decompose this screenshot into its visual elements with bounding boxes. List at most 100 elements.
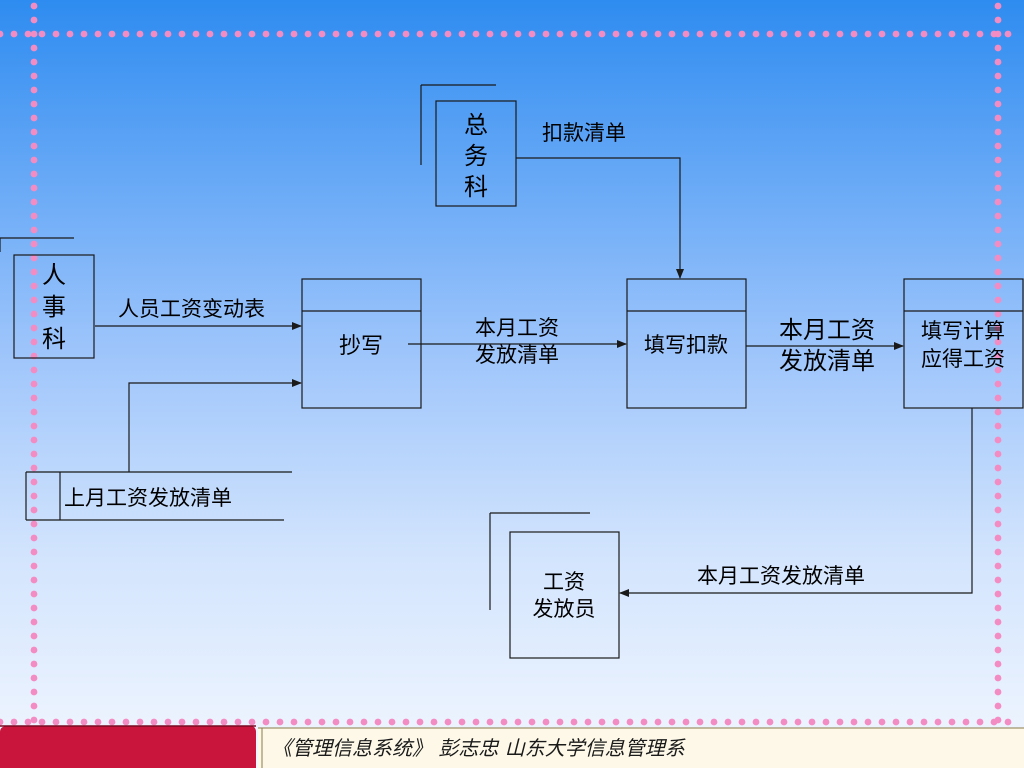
border-dot [626,718,634,726]
border-dot [30,632,38,640]
border-dot [864,718,872,726]
entity-personnel[interactable]: 人 事 科 [0,237,95,359]
process-calc-wages-line-2: 应得工资 [921,347,1005,371]
border-dot [30,100,38,108]
process-copy-label: 抄写 [339,334,383,359]
border-dot [994,604,1002,612]
flow-monthly-list-1: 本月工资 发放清单 [408,316,627,367]
border-dot [780,718,788,726]
border-dot [458,718,466,726]
border-dot [994,366,1002,374]
border-dot [994,478,1002,486]
border-dot [994,128,1002,136]
border-dot [654,718,662,726]
border-dot [30,226,38,234]
border-dot [640,718,648,726]
border-dot [556,718,564,726]
border-dot [626,30,634,38]
border-dot [262,30,270,38]
footer-tab [0,726,256,768]
border-dot [836,718,844,726]
border-dot [794,718,802,726]
process-calc-wages[interactable]: 填写计算 应得工资 [903,278,1024,409]
border-dot [794,30,802,38]
border-dot [332,718,340,726]
border-dot [30,170,38,178]
flow-monthly-list-3-label: 本月工资发放清单 [697,564,865,588]
border-dot [248,30,256,38]
border-dot [304,718,312,726]
border-dot [994,506,1002,514]
border-dot [276,718,284,726]
flow-monthly-list-2: 本月工资 发放清单 [746,316,904,375]
border-dot [30,562,38,570]
flow-monthly-list-1-line-2: 发放清单 [475,343,559,367]
border-dot [30,296,38,304]
entity-personnel-line-2: 事 [42,293,66,321]
border-dot [486,718,494,726]
border-dot [994,226,1002,234]
data-store-label: 上月工资发放清单 [64,486,232,510]
border-dot [934,718,942,726]
border-dot [388,718,396,726]
border-dot [570,718,578,726]
flow-monthly-list-3: 本月工资发放清单 [619,408,973,597]
border-dot [598,30,606,38]
data-store-last-month[interactable]: 上月工资发放清单 [25,471,292,521]
border-dot [30,142,38,150]
footer-banner [0,725,1024,768]
border-dot [234,30,242,38]
border-dot [66,718,74,726]
border-dot [766,718,774,726]
border-dot [472,30,480,38]
border-dot [248,718,256,726]
border-dot [206,30,214,38]
border-dot [30,478,38,486]
border-dot [668,718,676,726]
border-dot [30,240,38,248]
border-dot [486,30,494,38]
border-dot [30,394,38,402]
border-dot [30,716,38,724]
border-dot [808,718,816,726]
border-dot [30,16,38,24]
process-fill-deduction-label: 填写扣款 [644,333,728,357]
border-dot [766,30,774,38]
border-dot [738,718,746,726]
border-dot [878,718,886,726]
process-copy[interactable]: 抄写 [301,278,422,409]
border-dot [994,674,1002,682]
entity-payroll-clerk[interactable]: 工资 发放员 [489,512,620,659]
border-dot [444,30,452,38]
border-dot [0,718,4,726]
border-dot [994,254,1002,262]
border-dot [994,548,1002,556]
border-dot [52,30,60,38]
border-dot [994,44,1002,52]
border-dot [30,30,38,38]
border-dot [570,30,578,38]
border-dot [94,718,102,726]
border-dot [10,718,18,726]
border-dot [472,718,480,726]
footer-bar [258,728,1024,768]
border-dot [994,16,1002,24]
border-dot [304,30,312,38]
border-dot [528,718,536,726]
flow-monthly-list-2-line-2: 发放清单 [779,347,875,375]
entity-general-affairs[interactable]: 总 务 科 [420,84,517,207]
border-dot [30,674,38,682]
border-dot [80,30,88,38]
border-dot [30,184,38,192]
border-dot [30,506,38,514]
border-dot [30,520,38,528]
border-dot [30,44,38,52]
border-dot [360,30,368,38]
border-dot [38,30,46,38]
process-fill-deduction[interactable]: 填写扣款 [626,278,747,409]
border-dot [696,30,704,38]
border-dot [30,576,38,584]
border-dot [822,718,830,726]
process-calc-wages-line-1: 填写计算 [921,319,1005,343]
